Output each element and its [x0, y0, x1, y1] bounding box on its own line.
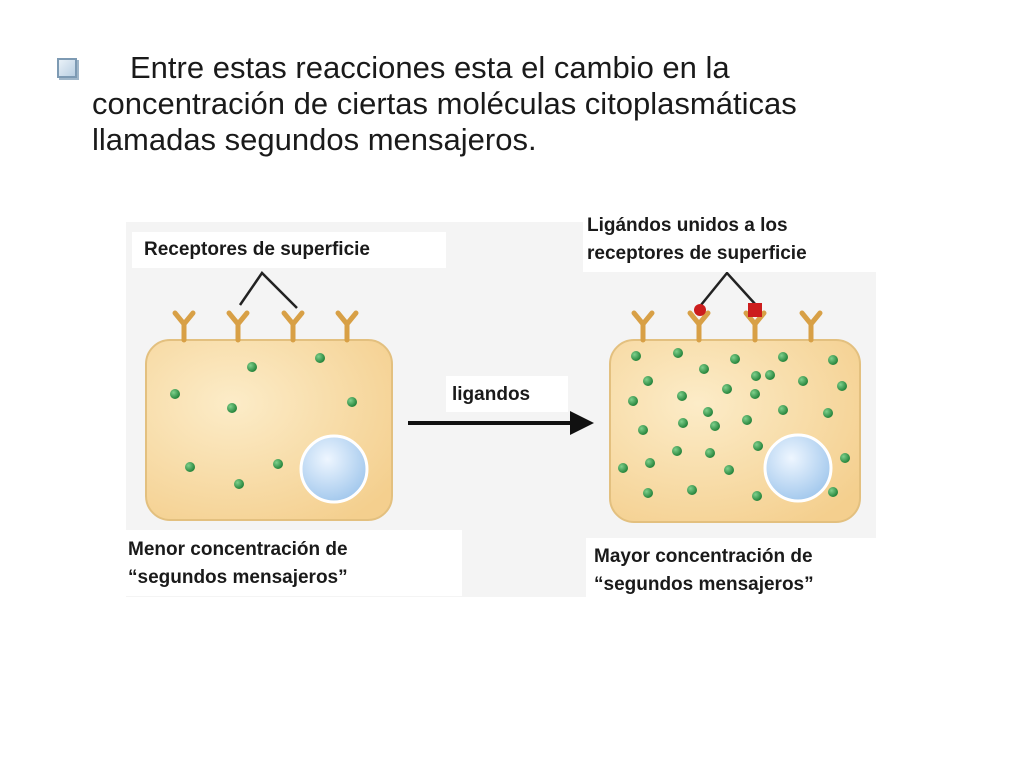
messenger-dots-left [170, 353, 357, 489]
messenger-dot [643, 376, 653, 386]
messenger-dot [742, 415, 752, 425]
receptor-icon [172, 310, 196, 343]
messenger-dot [699, 364, 709, 374]
messenger-dot [227, 403, 237, 413]
messenger-dot [628, 396, 638, 406]
messenger-dot [185, 462, 195, 472]
higher-caption-line-1: Mayor concentración de [594, 546, 813, 567]
messenger-dot [247, 362, 257, 372]
messenger-dot [347, 397, 357, 407]
lower-concentration-caption: Menor concentración de “segundos mensaje… [126, 530, 462, 596]
messenger-dot [687, 485, 697, 495]
messenger-dot [778, 352, 788, 362]
messenger-dot [730, 354, 740, 364]
lower-caption-line-2: “segundos mensajeros” [128, 567, 348, 588]
messenger-dot [170, 389, 180, 399]
bullet-line-1: Entre estas reacciones esta el cambio en… [130, 50, 730, 85]
messenger-dot [840, 453, 850, 463]
messenger-dot [677, 391, 687, 401]
higher-concentration-caption: Mayor concentración de “segundos mensaje… [586, 538, 876, 600]
bullet-text: Entre estas reacciones esta el cambio en… [92, 50, 912, 158]
messenger-dot [724, 465, 734, 475]
messenger-dot [273, 459, 283, 469]
messenger-dot [315, 353, 325, 363]
messenger-dot [778, 405, 788, 415]
messenger-dot [638, 425, 648, 435]
messenger-dot [705, 448, 715, 458]
ligand-circle-icon [694, 304, 706, 316]
ligand-square-icon [748, 303, 762, 317]
messenger-dot [722, 384, 732, 394]
receptor-icon [743, 310, 767, 343]
messenger-dot [765, 370, 775, 380]
higher-caption-line-2: “segundos mensajeros” [594, 574, 814, 595]
receptor-icon [799, 310, 823, 343]
messenger-dot [828, 487, 838, 497]
receptor-group-right [631, 310, 823, 343]
messenger-dot [828, 355, 838, 365]
arrow-label: ligandos [446, 376, 568, 412]
ligand-arrow [408, 411, 594, 435]
nucleus-right [763, 433, 833, 503]
messenger-dot [752, 491, 762, 501]
messenger-dot [751, 371, 761, 381]
bullet-line-2: concentración de ciertas moléculas citop… [92, 86, 797, 121]
bound-receptors-pointer [700, 271, 757, 306]
messenger-dot [703, 407, 713, 417]
receptor-icon [687, 310, 711, 343]
messenger-dot [710, 421, 720, 431]
receptor-icon [631, 310, 655, 343]
messenger-dot [673, 348, 683, 358]
messenger-dot [631, 351, 641, 361]
cell-left [145, 310, 393, 521]
bound-ligands-label-line-2: receptores de superficie [587, 243, 807, 264]
messenger-dot [753, 441, 763, 451]
cell-right [609, 303, 861, 523]
messenger-dot [643, 488, 653, 498]
bullet-line-3: llamadas segundos mensajeros. [92, 122, 537, 157]
lower-caption-line-1: Menor concentración de [128, 539, 348, 560]
messenger-dot [618, 463, 628, 473]
messenger-dot [234, 479, 244, 489]
receptor-icon [226, 310, 250, 343]
receptor-icon [335, 310, 359, 343]
messenger-dot [823, 408, 833, 418]
receptor-icon [281, 310, 305, 343]
receptors-pointer [238, 271, 298, 309]
bound-ligands-label-line-1: Ligándos unidos a los [587, 215, 788, 236]
messenger-dot [837, 381, 847, 391]
messenger-dot [798, 376, 808, 386]
bound-ligands-label: Ligándos unidos a los receptores de supe… [583, 212, 879, 272]
messenger-dot [678, 418, 688, 428]
messenger-dots-right [618, 348, 850, 501]
arrow-head-icon [570, 411, 594, 435]
messenger-dot [672, 446, 682, 456]
messenger-dot [750, 389, 760, 399]
receptors-label: Receptores de superficie [132, 232, 446, 268]
nucleus-left [299, 434, 369, 504]
checkbox-square-icon [57, 58, 77, 78]
messenger-dot [645, 458, 655, 468]
receptor-group-left [172, 310, 359, 343]
